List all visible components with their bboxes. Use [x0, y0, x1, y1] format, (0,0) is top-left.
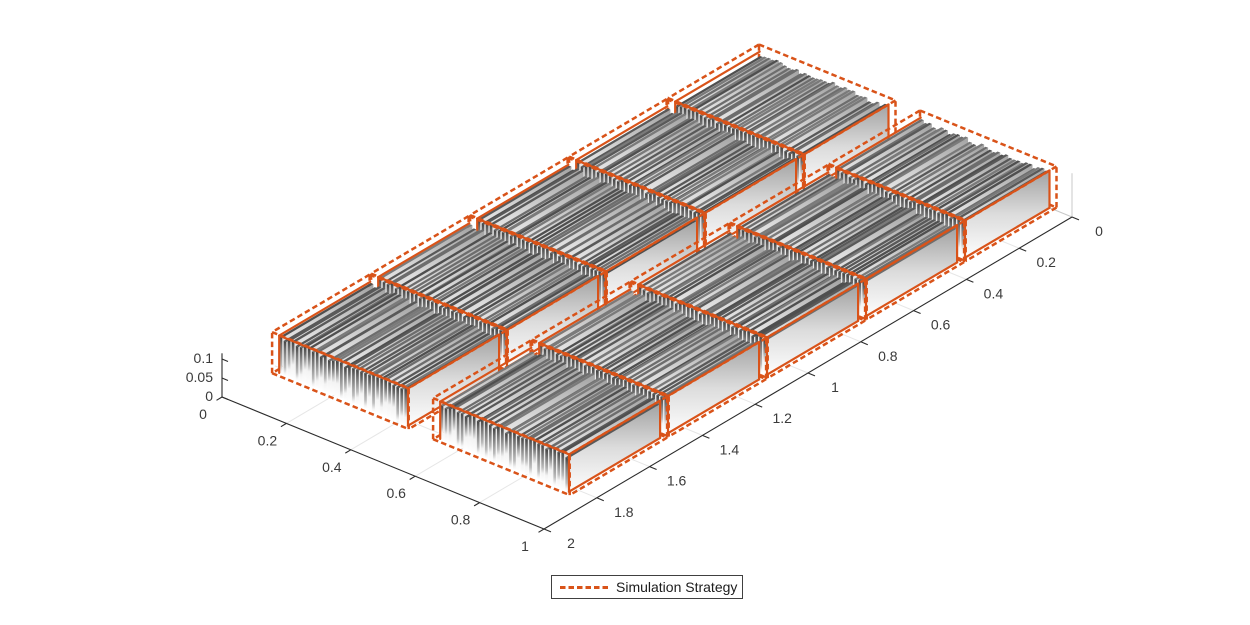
legend: Simulation Strategy [551, 575, 743, 599]
svg-text:0: 0 [1095, 223, 1103, 239]
svg-text:1.4: 1.4 [720, 441, 740, 457]
svg-text:1.6: 1.6 [667, 473, 687, 489]
svg-text:0.8: 0.8 [451, 512, 471, 528]
svg-text:0.2: 0.2 [258, 432, 278, 448]
svg-text:1.2: 1.2 [772, 410, 792, 426]
svg-text:0.8: 0.8 [878, 348, 898, 364]
svg-text:0.2: 0.2 [1036, 254, 1056, 270]
legend-entry-label: Simulation Strategy [616, 579, 738, 595]
svg-text:0.6: 0.6 [931, 317, 951, 333]
svg-text:0.05: 0.05 [186, 369, 213, 385]
svg-text:0.4: 0.4 [984, 285, 1004, 301]
svg-text:0: 0 [199, 406, 207, 422]
legend-dashed-line-swatch [560, 585, 609, 589]
axes: 0 0.2 0.4 0.6 0.8 1 0 0.2 0.4 0.6 0.8 1 1.2 1.4 1.6 1.8… [186, 216, 1103, 554]
svg-text:0.1: 0.1 [194, 350, 214, 366]
svg-text:0.6: 0.6 [386, 485, 406, 501]
svg-text:0: 0 [205, 388, 213, 404]
svg-text:2: 2 [567, 535, 575, 551]
svg-text:0.4: 0.4 [322, 459, 342, 475]
svg-text:1: 1 [831, 379, 839, 395]
simulation-strategy-blocks [270, 43, 1058, 497]
svg-text:1.8: 1.8 [614, 504, 634, 520]
svg-text:1: 1 [521, 538, 529, 554]
